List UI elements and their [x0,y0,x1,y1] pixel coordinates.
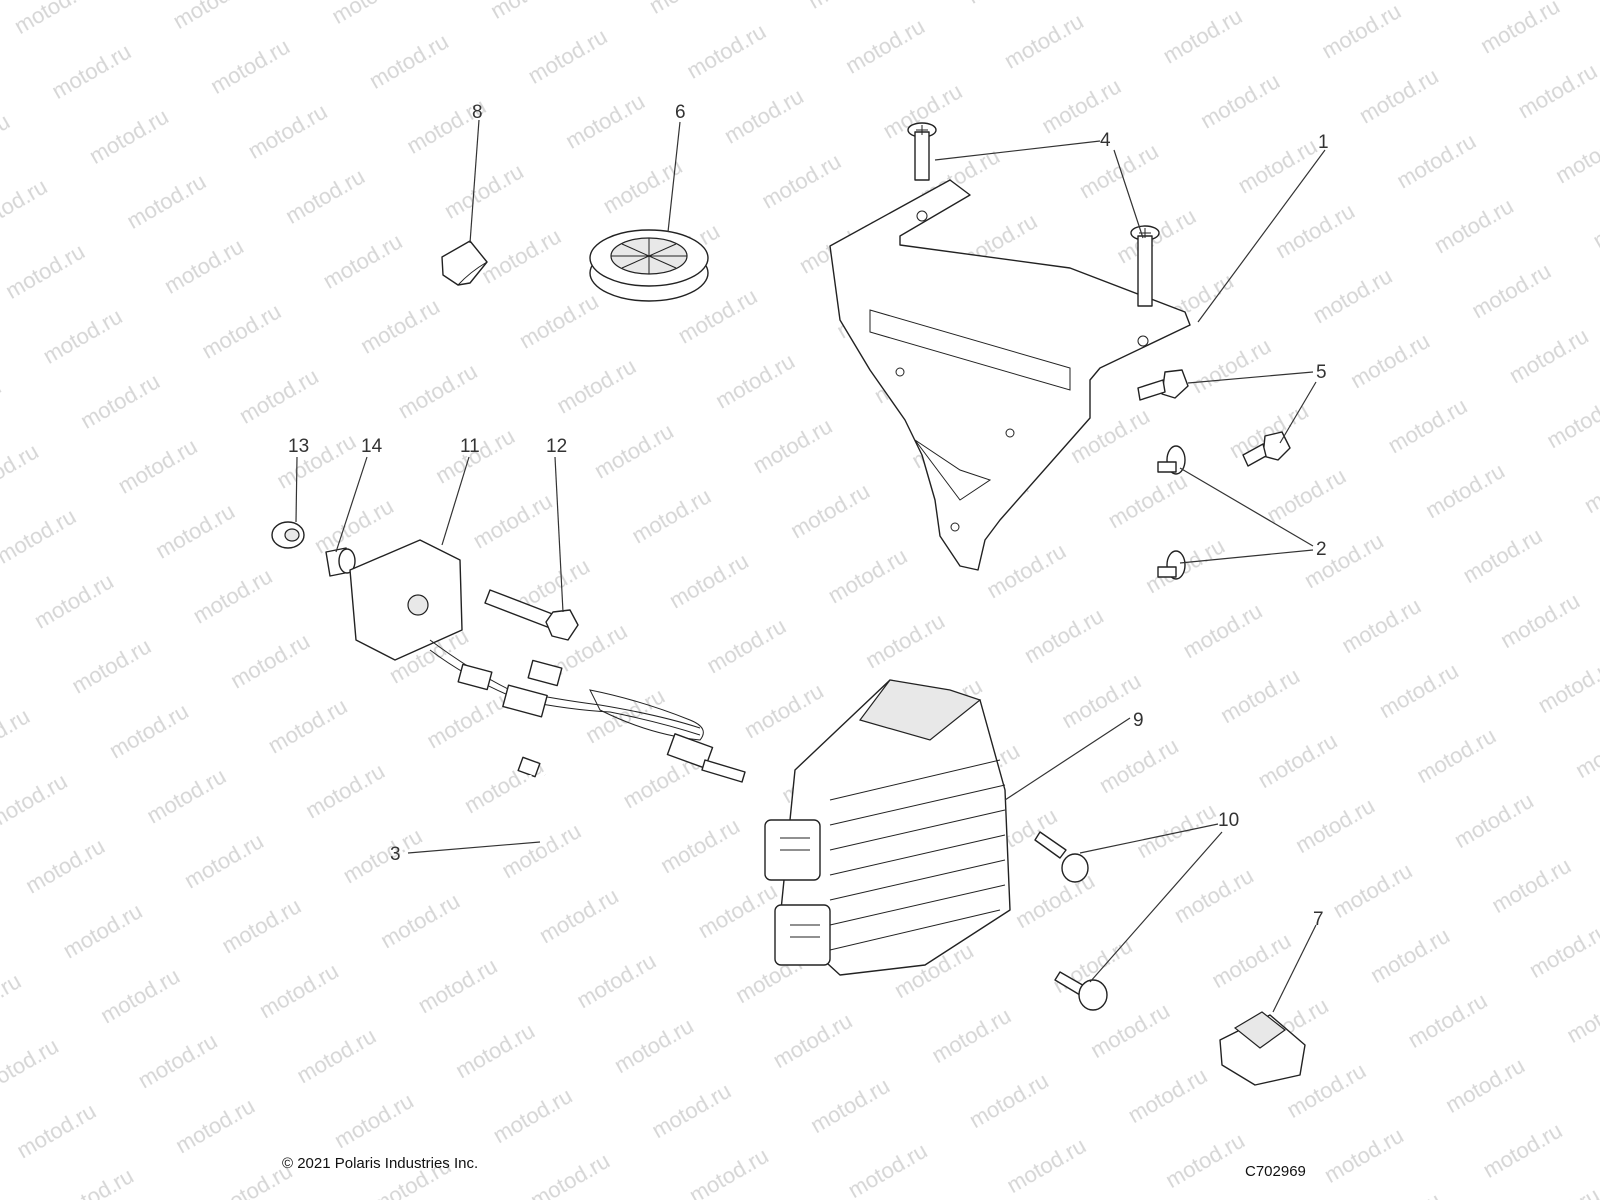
callout-12: 12 [546,436,567,457]
leader-8 [469,119,480,244]
part-10-screw-a [1034,831,1089,883]
copyright-notice: © 2021 Polaris Industries Inc. [282,1155,479,1172]
part-3-cable-tie [517,756,617,884]
callout-2: 2 [1316,539,1327,560]
leader-12 [554,456,564,613]
leader-2a [1179,467,1314,547]
callout-6: 6 [675,102,686,123]
leader-1 [1197,149,1326,323]
callout-1: 1 [1318,132,1329,153]
callout-3: 3 [390,844,401,865]
leader-13 [295,456,298,523]
callout-5: 5 [1316,362,1327,383]
leader-4b [1113,149,1144,239]
part-12-bolt [484,589,579,641]
callout-14: 14 [361,436,383,457]
part-10-screw-b [1054,971,1108,1011]
part-9-regulator [764,679,1011,976]
leader-7 [1272,924,1317,1013]
leader-2b [1179,549,1314,564]
part-5-bolt-b [1242,431,1291,467]
leader-5a [1187,371,1314,384]
callout-labels: 8 6 4 1 5 2 13 14 11 12 9 10 3 7 [288,102,1329,930]
part-4-screw-lower [1130,225,1160,307]
callout-8: 8 [472,102,483,123]
part-4-screw-upper [907,122,937,181]
callout-7: 7 [1313,909,1324,930]
leader-10a [1079,823,1219,854]
part-2-pin-a [1157,445,1186,475]
part-13-nut [271,521,305,549]
leader-11 [441,456,470,546]
callout-13: 13 [288,436,309,457]
part-11-sensor-harness [349,539,746,783]
callout-9: 9 [1133,710,1144,731]
part-1-bracket [829,179,1191,571]
leader-4a [934,140,1101,161]
callout-11: 11 [460,436,480,457]
drawing-code: C702969 [1245,1163,1306,1180]
part-14-spacer [325,547,356,577]
leader-6 [667,121,681,233]
leader-5b [1279,381,1317,444]
callout-10: 10 [1218,810,1239,831]
leader-10b [1089,831,1223,983]
leader-lines [295,119,1326,1013]
callout-4: 4 [1100,130,1111,151]
part-6-grommet [589,229,709,302]
part-7-clip [1219,1011,1306,1086]
leader-14 [335,456,368,553]
part-5-bolt-a [1137,369,1189,401]
part-2-pin-b [1157,550,1186,580]
leader-9 [1004,717,1131,801]
leader-3 [407,841,541,854]
